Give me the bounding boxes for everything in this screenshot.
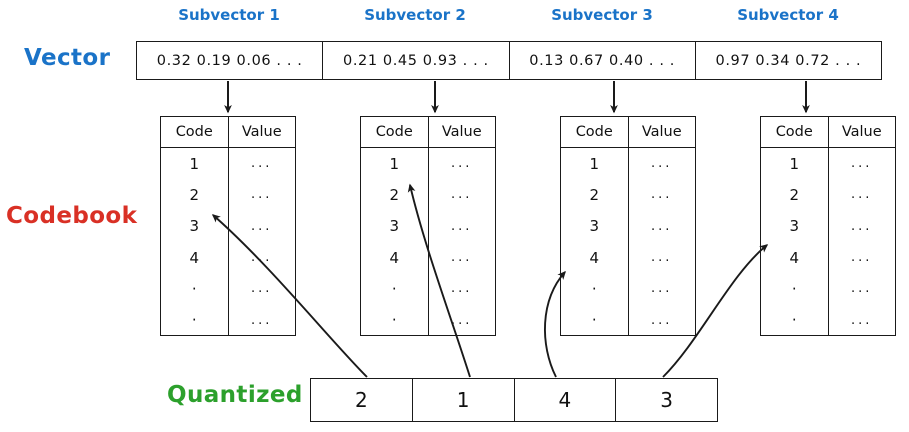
quantized-cell-1: 2 bbox=[311, 379, 413, 421]
codebook-code-cell: 4 bbox=[189, 248, 200, 267]
codebook-body-2: 1 2 3 4 · · ... ... ... ... ... ... bbox=[361, 148, 495, 336]
subvector-caption-4: Subvector 4 bbox=[737, 6, 839, 24]
quantized-strip: 2 1 4 3 bbox=[310, 378, 718, 422]
codebook-header-code-1: Code bbox=[161, 117, 229, 147]
codebook-value-column-2: ... ... ... ... ... ... bbox=[429, 148, 496, 336]
codebook-header-code-4: Code bbox=[761, 117, 829, 147]
codebook-value-column-1: ... ... ... ... ... ... bbox=[229, 148, 296, 336]
codebook-value-cell: ... bbox=[651, 218, 673, 234]
codebook-code-cell: 4 bbox=[589, 248, 600, 267]
codebook-value-cell: ... bbox=[251, 156, 273, 172]
vector-cell-1: 0.32 0.19 0.06 . . . bbox=[137, 42, 324, 79]
codebook-code-cell: 4 bbox=[389, 248, 400, 267]
codebook-code-cell: · bbox=[191, 311, 197, 330]
codebook-header-row-4: Code Value bbox=[761, 117, 895, 148]
codebook-header-row-1: Code Value bbox=[161, 117, 295, 148]
codebook-code-cell: · bbox=[591, 279, 597, 298]
codebook-value-cell: ... bbox=[651, 281, 673, 297]
codebook-value-column-3: ... ... ... ... ... ... bbox=[629, 148, 696, 336]
subvector-caption-1: Subvector 1 bbox=[178, 6, 280, 24]
codebook-code-cell: · bbox=[591, 311, 597, 330]
codebook-header-row-2: Code Value bbox=[361, 117, 495, 148]
codebook-code-cell: 3 bbox=[189, 217, 200, 236]
codebook-code-column-1: 1 2 3 4 · · bbox=[161, 148, 229, 336]
codebook-header-row-3: Code Value bbox=[561, 117, 695, 148]
codebook-value-cell: ... bbox=[451, 156, 473, 172]
codebook-table-3: Code Value 1 2 3 4 · · ... ... ... ... .… bbox=[560, 116, 696, 336]
curved-arrow-quantized-3-to-code-4 bbox=[543, 270, 566, 378]
codebook-header-value-2: Value bbox=[441, 124, 482, 140]
codebook-header-value-3: Value bbox=[641, 124, 682, 140]
vector-cell-4: 0.97 0.34 0.72 . . . bbox=[715, 52, 862, 69]
codebook-value-cell: ... bbox=[651, 156, 673, 172]
codebook-header-value-1: Value bbox=[241, 124, 282, 140]
codebook-code-cell: 2 bbox=[189, 185, 200, 204]
quantized-cell-2: 1 bbox=[413, 379, 515, 421]
codebook-header-code-2: Code bbox=[361, 117, 429, 147]
codebook-code-cell: · bbox=[791, 279, 797, 298]
codebook-code-cell: · bbox=[391, 311, 397, 330]
codebook-value-cell: ... bbox=[851, 250, 873, 266]
codebook-body-1: 1 2 3 4 · · ... ... ... ... ... ... bbox=[161, 148, 295, 336]
codebook-value-cell: ... bbox=[451, 281, 473, 297]
codebook-value-column-4: ... ... ... ... ... ... bbox=[829, 148, 896, 336]
codebook-code-cell: 2 bbox=[389, 185, 400, 204]
codebook-header-value-4: Value bbox=[841, 124, 882, 140]
codebook-code-cell: · bbox=[391, 279, 397, 298]
codebook-table-1: Code Value 1 2 3 4 · · ... ... ... ... .… bbox=[160, 116, 296, 336]
curved-arrow-quantized-4-to-code-3 bbox=[662, 244, 769, 378]
vector-row-label: Vector bbox=[24, 45, 111, 71]
codebook-value-cell: ... bbox=[251, 281, 273, 297]
codebook-code-cell: 1 bbox=[789, 154, 800, 173]
codebook-code-cell: 1 bbox=[189, 154, 200, 173]
quantized-cell-4: 3 bbox=[660, 388, 673, 412]
codebook-value-cell: ... bbox=[851, 218, 873, 234]
codebook-code-column-4: 1 2 3 4 · · bbox=[761, 148, 829, 336]
vector-cell-2: 0.21 0.45 0.93 . . . bbox=[323, 42, 510, 79]
codebook-value-cell: ... bbox=[851, 312, 873, 328]
subvector-caption-2: Subvector 2 bbox=[364, 6, 466, 24]
codebook-value-cell: ... bbox=[651, 312, 673, 328]
codebook-code-column-3: 1 2 3 4 · · bbox=[561, 148, 629, 336]
codebook-code-cell: 2 bbox=[589, 185, 600, 204]
subvector-caption-3: Subvector 3 bbox=[551, 6, 653, 24]
codebook-code-cell: 2 bbox=[789, 185, 800, 204]
codebook-value-cell: ... bbox=[251, 187, 273, 203]
codebook-code-cell: · bbox=[791, 311, 797, 330]
vector-strip: 0.32 0.19 0.06 . . . 0.21 0.45 0.93 . . … bbox=[136, 41, 882, 80]
codebook-code-cell: 3 bbox=[789, 217, 800, 236]
codebook-table-4: Code Value 1 2 3 4 · · ... ... ... ... .… bbox=[760, 116, 896, 336]
codebook-code-cell: 3 bbox=[389, 217, 400, 236]
codebook-body-3: 1 2 3 4 · · ... ... ... ... ... ... bbox=[561, 148, 695, 336]
codebook-value-cell: ... bbox=[451, 218, 473, 234]
quantized-cell-3: 4 bbox=[515, 379, 617, 421]
codebook-code-cell: 1 bbox=[589, 154, 600, 173]
codebook-value-cell: ... bbox=[251, 250, 273, 266]
curved-arrow-quantized-2-to-code-1 bbox=[407, 183, 471, 378]
curved-arrow-quantized-1-to-code-2 bbox=[211, 214, 368, 378]
codebook-code-cell: 3 bbox=[589, 217, 600, 236]
codebook-value-cell: ... bbox=[251, 218, 273, 234]
quantized-row-label: Quantized bbox=[167, 382, 303, 408]
codebook-code-column-2: 1 2 3 4 · · bbox=[361, 148, 429, 336]
codebook-value-cell: ... bbox=[851, 281, 873, 297]
codebook-code-cell: 4 bbox=[789, 248, 800, 267]
codebook-value-cell: ... bbox=[651, 187, 673, 203]
codebook-code-cell: 1 bbox=[389, 154, 400, 173]
vector-cell-3: 0.13 0.67 0.40 . . . bbox=[510, 42, 696, 79]
codebook-value-cell: ... bbox=[851, 156, 873, 172]
codebook-value-cell: ... bbox=[251, 312, 273, 328]
codebook-value-cell: ... bbox=[451, 250, 473, 266]
codebook-body-4: 1 2 3 4 · · ... ... ... ... ... ... bbox=[761, 148, 895, 336]
codebook-value-cell: ... bbox=[451, 312, 473, 328]
codebook-table-2: Code Value 1 2 3 4 · · ... ... ... ... .… bbox=[360, 116, 496, 336]
codebook-row-label: Codebook bbox=[6, 203, 138, 229]
codebook-header-code-3: Code bbox=[561, 117, 629, 147]
codebook-value-cell: ... bbox=[651, 250, 673, 266]
codebook-value-cell: ... bbox=[451, 187, 473, 203]
codebook-code-cell: · bbox=[191, 279, 197, 298]
codebook-value-cell: ... bbox=[851, 187, 873, 203]
